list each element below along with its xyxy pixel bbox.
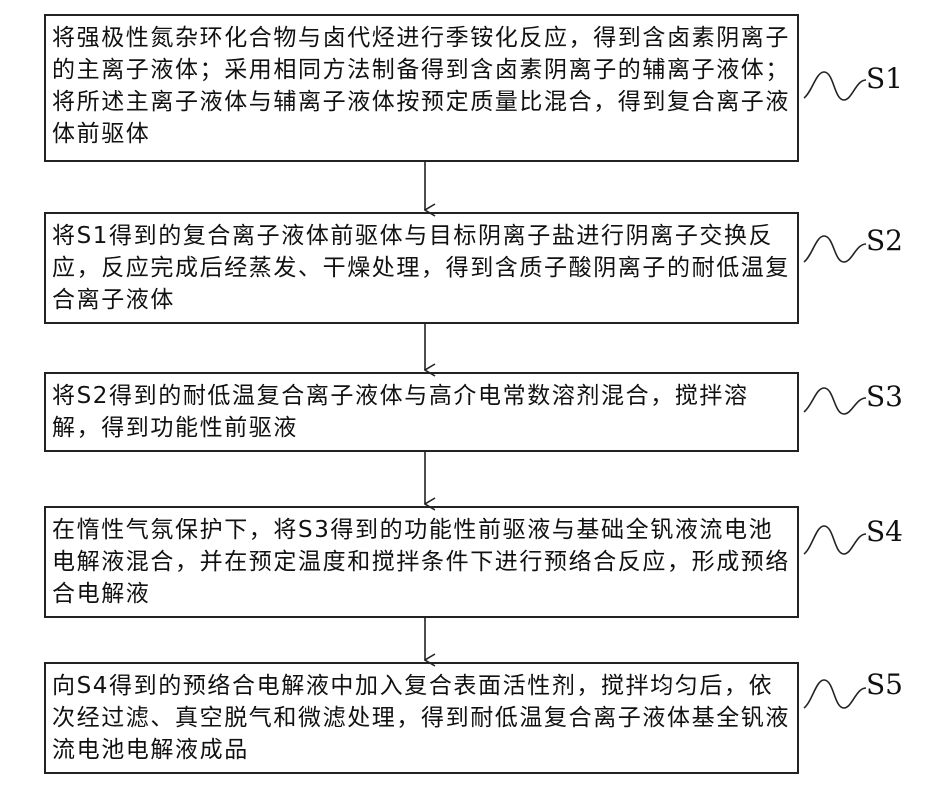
step-label-s3: S3 [866,380,903,413]
step-label-s4: S4 [866,515,903,548]
leader-line-s2 [804,236,866,262]
step-text-s5: 向S4得到的预络合电解液中加入复合表面活性剂，搅拌均匀后，依次经过滤、真空脱气和… [52,670,792,766]
step-label-s5: S5 [866,668,903,701]
step-box-s2: 将S1得到的复合离子液体前驱体与目标阴离子盐进行阴离子交换反应，反应完成后经蒸发… [44,212,799,324]
step-text-s3: 将S2得到的耐低温复合离子液体与高介电常数溶剂混合，搅拌溶解，得到功能性前驱液 [52,380,792,444]
leader-line-s3 [804,388,866,414]
step-text-s1: 将强极性氮杂环化合物与卤代烃进行季铵化反应，得到含卤素阴离子的主离子液体；采用相… [52,22,792,150]
step-box-s5: 向S4得到的预络合电解液中加入复合表面活性剂，搅拌均匀后，依次经过滤、真空脱气和… [44,662,799,774]
leader-line-s1 [804,72,866,100]
step-label-s1: S1 [866,62,903,95]
step-text-s4: 在惰性气氛保护下，将S3得到的功能性前驱液与基础全钒液流电池电解液混合，并在预定… [52,514,792,610]
step-box-s1: 将强极性氮杂环化合物与卤代烃进行季铵化反应，得到含卤素阴离子的主离子液体；采用相… [44,14,799,162]
step-box-s3: 将S2得到的耐低温复合离子液体与高介电常数溶剂混合，搅拌溶解，得到功能性前驱液 [44,372,799,452]
step-text-s2: 将S1得到的复合离子液体前驱体与目标阴离子盐进行阴离子交换反应，反应完成后经蒸发… [52,220,792,316]
leader-line-s5 [804,680,866,708]
step-box-s4: 在惰性气氛保护下，将S3得到的功能性前驱液与基础全钒液流电池电解液混合，并在预定… [44,506,799,618]
leader-line-s4 [804,526,866,554]
step-label-s2: S2 [866,224,903,257]
